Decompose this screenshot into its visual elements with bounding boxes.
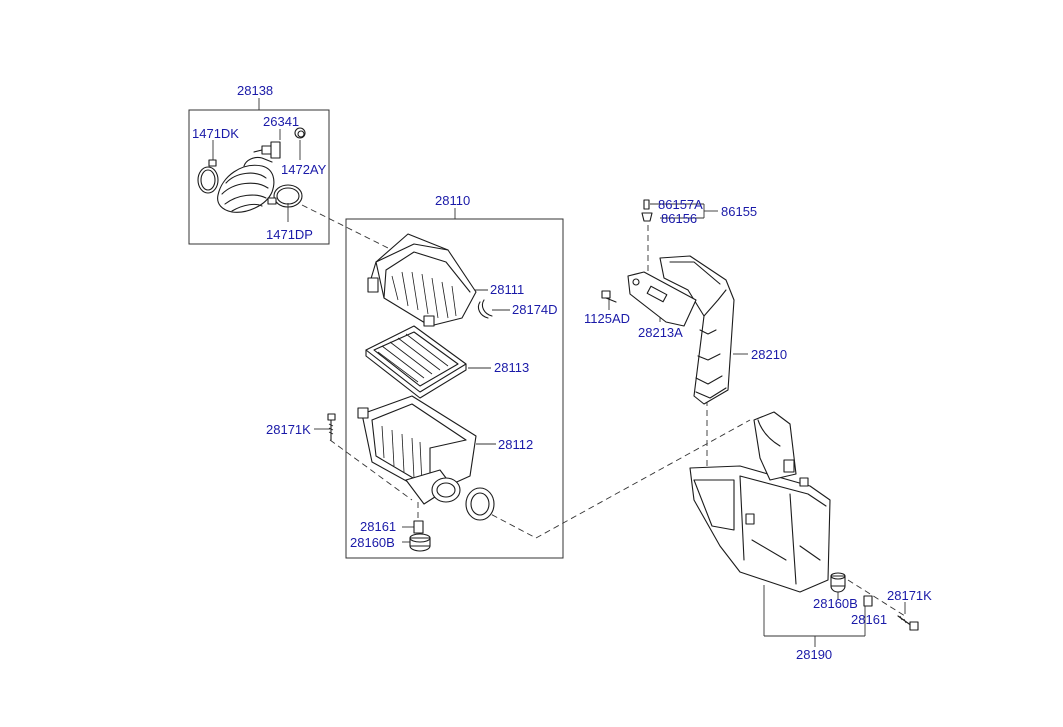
grommet-28160b-right[interactable] <box>830 572 846 593</box>
label-28161-left[interactable]: 28161 <box>360 519 396 534</box>
label-86155[interactable]: 86155 <box>721 204 757 219</box>
label-86157a[interactable]: 86157A <box>658 197 703 212</box>
label-26341[interactable]: 26341 <box>263 114 299 129</box>
air-duct-28210[interactable] <box>659 255 735 405</box>
label-28160b-left[interactable]: 28160B <box>350 535 395 550</box>
part-labels: 28138 1471DK 26341 1472AY 1471DP 28110 2… <box>192 83 932 662</box>
sensor-26341[interactable] <box>253 141 281 159</box>
label-28174d[interactable]: 28174D <box>512 302 558 317</box>
label-28210[interactable]: 28210 <box>751 347 787 362</box>
label-28138[interactable]: 28138 <box>237 83 273 98</box>
leader-lines <box>212 98 906 647</box>
label-28171k-left[interactable]: 28171K <box>266 422 311 437</box>
hose-clamp-1471dp[interactable] <box>267 184 303 208</box>
group-frame-28110 <box>345 218 564 559</box>
label-28112[interactable]: 28112 <box>498 437 533 452</box>
label-1471dp[interactable]: 1471DP <box>266 227 313 242</box>
label-28113[interactable]: 28113 <box>494 360 529 375</box>
air-intake-hose[interactable] <box>217 156 275 213</box>
bushing-28161-right[interactable] <box>863 595 873 607</box>
duct-ring[interactable] <box>465 487 495 521</box>
label-1125ad[interactable]: 1125AD <box>584 311 630 326</box>
label-28161-right[interactable]: 28161 <box>851 612 887 627</box>
label-28111[interactable]: 28111 <box>490 282 524 297</box>
bolt-28171k-left[interactable] <box>327 413 336 441</box>
clip-86156[interactable] <box>641 212 653 222</box>
label-86156[interactable]: 86156 <box>661 211 697 226</box>
label-28190[interactable]: 28190 <box>796 647 832 662</box>
label-28213a[interactable]: 28213A <box>638 325 683 340</box>
connection-lines <box>301 204 906 617</box>
clip-86157a[interactable] <box>643 199 650 210</box>
duct-bracket-28213a[interactable] <box>627 271 697 327</box>
bolt-1125ad[interactable] <box>601 290 617 303</box>
hose-clamp-1471dk[interactable] <box>197 159 219 194</box>
label-28160b-right[interactable]: 28160B <box>813 596 858 611</box>
label-28171k-right[interactable]: 28171K <box>887 588 932 603</box>
resonator-28190[interactable] <box>689 411 831 593</box>
air-cleaner-cover-28111[interactable] <box>367 233 477 327</box>
label-1472ay[interactable]: 1472AY <box>281 162 327 177</box>
filter-element-28113[interactable] <box>365 325 467 399</box>
bushing-28161-left[interactable] <box>413 520 424 534</box>
label-28110[interactable]: 28110 <box>435 193 470 208</box>
grommet-28160b-left[interactable] <box>409 533 431 552</box>
air-cleaner-body-28112[interactable] <box>357 395 477 505</box>
clip-28174d[interactable] <box>477 299 493 319</box>
bolt-28171k-right[interactable] <box>897 615 919 631</box>
label-1471dk[interactable]: 1471DK <box>192 126 239 141</box>
clip-1472ay[interactable] <box>294 127 306 139</box>
